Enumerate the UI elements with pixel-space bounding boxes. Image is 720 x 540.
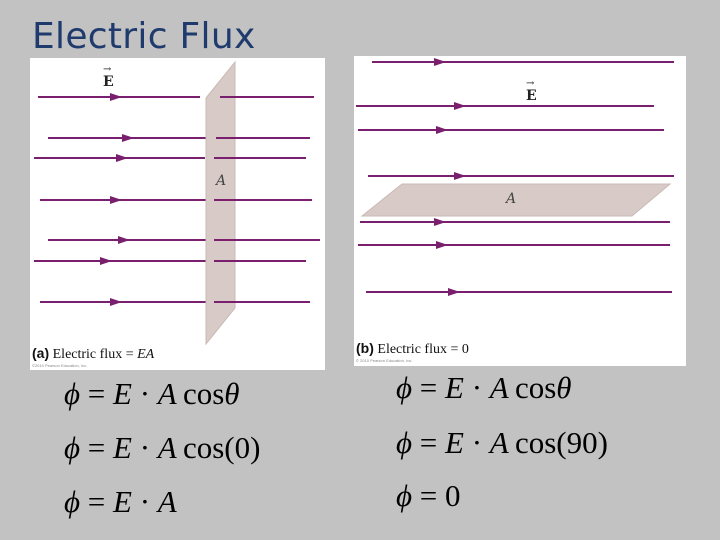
arrowhead (436, 126, 448, 134)
copyright-note: ©2010 Pearson Education, Inc. (32, 363, 88, 368)
surface-plane-horizontal (360, 183, 672, 217)
arrowhead (454, 102, 466, 110)
arrowhead (116, 154, 128, 162)
field-vector-label: → E (103, 64, 114, 90)
figure-caption-b: (b) Electric flux = 0 (356, 340, 469, 358)
equation-left-2: ϕ = E · A cos(0) (64, 430, 261, 465)
figure-panel-b: → E A (b) Electric flux = 0 © 2010 Pears… (354, 56, 686, 366)
arrowhead (110, 93, 122, 101)
equation-right-1: ϕ = E · A cosθ (396, 370, 572, 405)
arrowhead (434, 58, 446, 66)
arrowhead (118, 236, 130, 244)
equation-left-3: ϕ = E · A (64, 484, 177, 519)
arrowhead (448, 288, 460, 296)
equation-right-3: ϕ = 0 (396, 478, 461, 513)
copyright-note: © 2010 Pearson Education, Inc. (356, 358, 413, 363)
area-label: A (506, 191, 517, 207)
vector-arrow-icon: → (526, 78, 535, 89)
equation-right-2: ϕ = E · A cos(90) (396, 425, 608, 460)
area-label: A (216, 173, 227, 189)
field-diagram-b (356, 58, 674, 296)
figure-panel-a: → E A (a) Electric flux = EA ©2010 Pears… (30, 58, 325, 370)
slide-title: Electric Flux (32, 16, 256, 57)
caption-text: Electric flux = (52, 347, 138, 362)
caption-tag: (b) (356, 340, 374, 356)
caption-text: Electric flux = 0 (377, 342, 469, 357)
equation-left-1: ϕ = E · A cosθ (64, 376, 240, 411)
arrowhead (434, 218, 446, 226)
arrowhead (100, 257, 112, 265)
arrowhead (436, 241, 448, 249)
arrowhead (110, 196, 122, 204)
field-diagram-a (34, 60, 320, 346)
caption-tag: (a) (32, 345, 50, 361)
arrowhead (454, 172, 466, 180)
vector-arrow-icon: → (103, 64, 112, 75)
field-vector-label: → E (526, 78, 537, 104)
arrowhead (110, 298, 122, 306)
arrowhead (122, 134, 134, 142)
surface-plane-vertical (205, 60, 236, 346)
caption-value: EA (137, 347, 155, 362)
figure-caption-a: (a) Electric flux = EA (32, 345, 154, 363)
